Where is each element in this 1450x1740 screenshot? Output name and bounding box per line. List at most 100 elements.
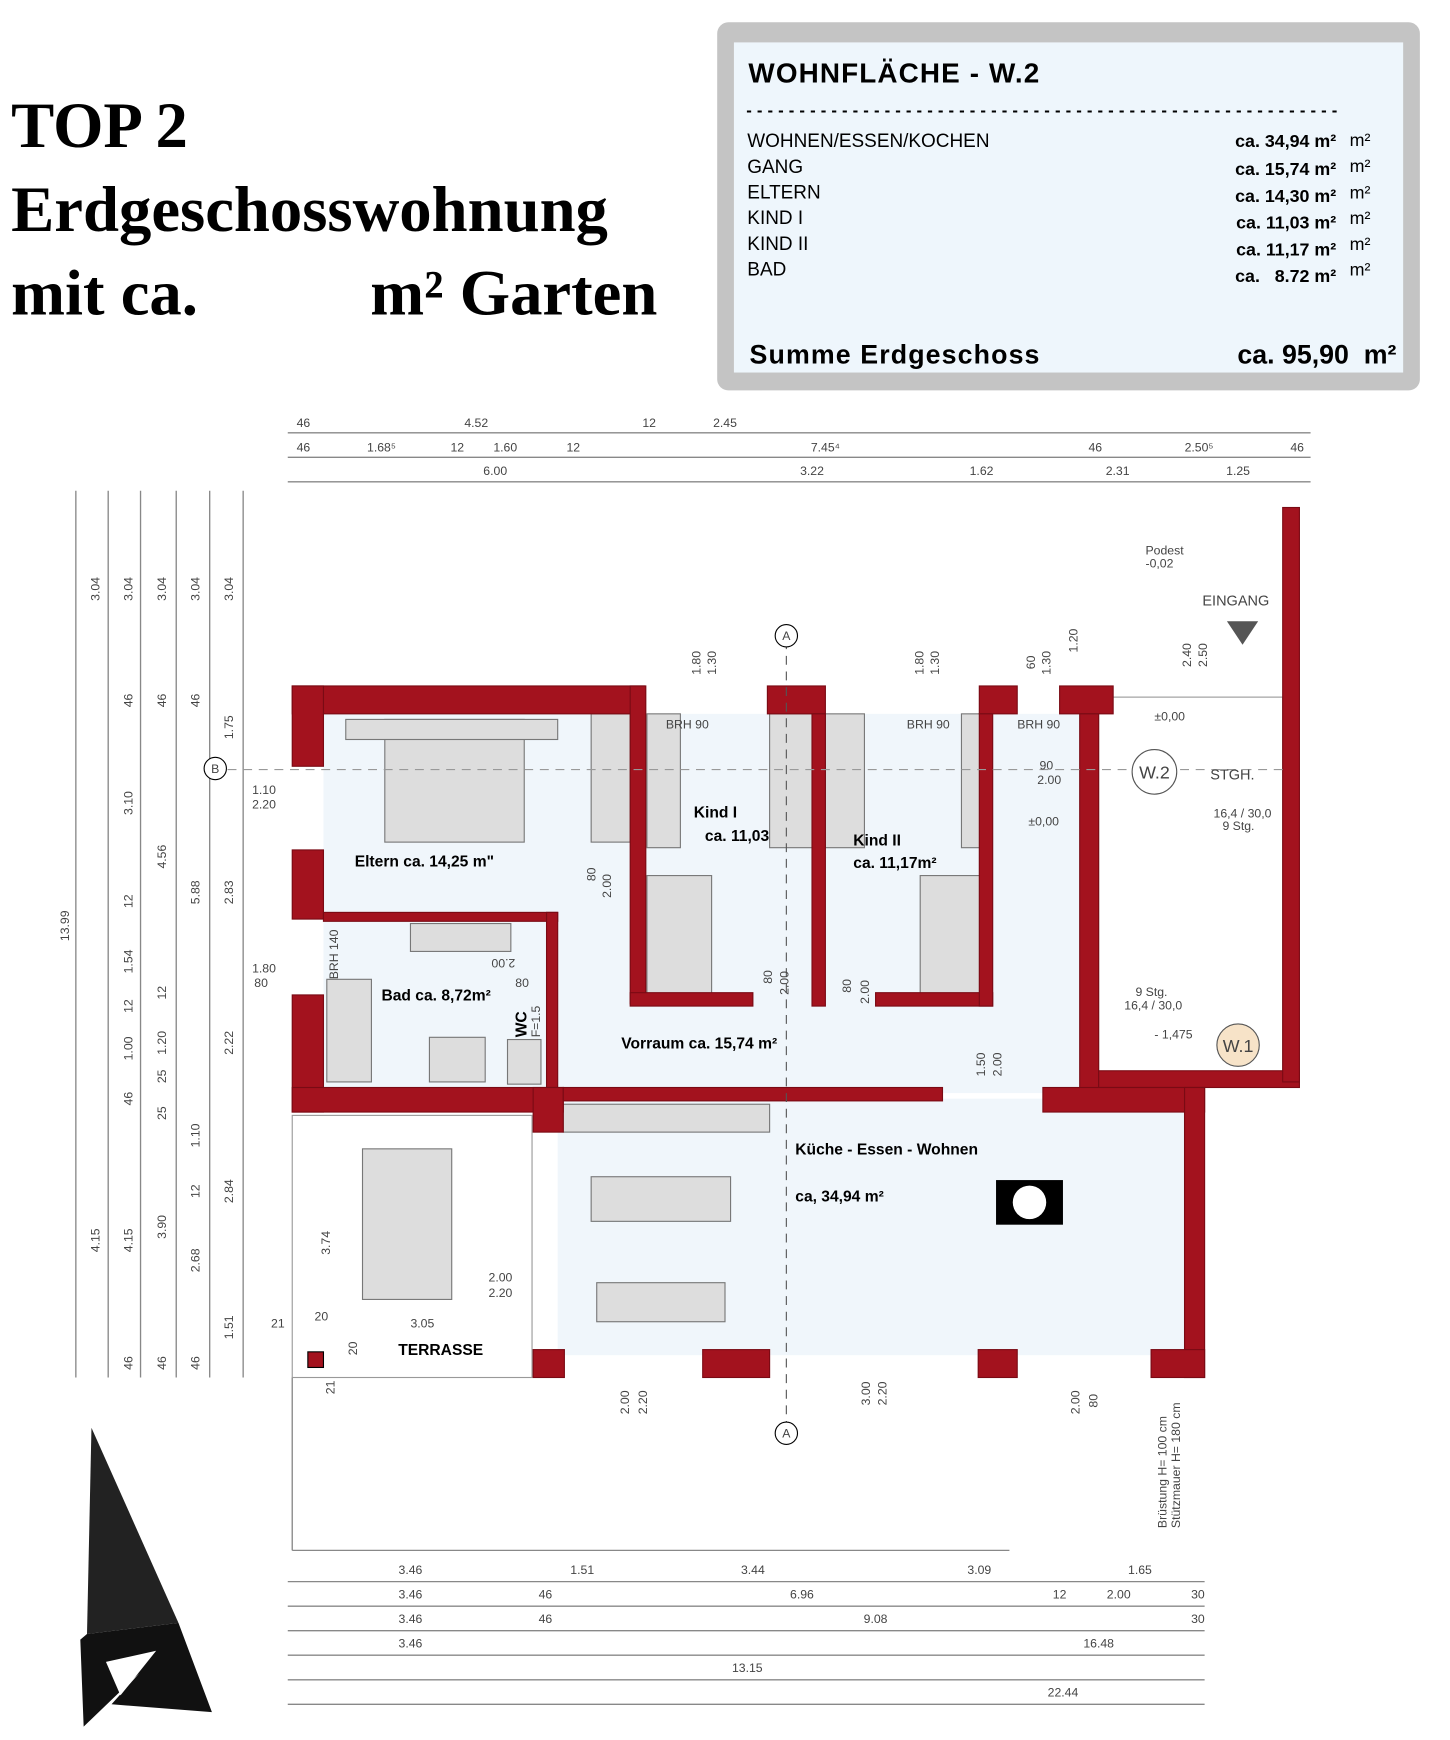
- dim-label: 46: [1088, 441, 1102, 455]
- level-marker: ±0,00: [1028, 814, 1059, 828]
- dim-label: 1.10: [252, 783, 276, 797]
- title-top: TOP 2: [11, 89, 188, 161]
- dim-label: 7.45⁴: [811, 441, 840, 455]
- dim-label: 5.88: [189, 880, 203, 904]
- area-row-label: GANG: [747, 157, 803, 178]
- dim-label: 4.56: [155, 845, 169, 869]
- dim-label: 2.20: [489, 1286, 513, 1300]
- area-row-value: ca. 8.72 m²: [1235, 266, 1336, 286]
- dim-label: 1.51: [222, 1315, 236, 1339]
- unit-marker-w2: W.2: [1139, 763, 1170, 783]
- dim-label: 3.04: [155, 577, 169, 601]
- room-label-vorraum: Vorraum ca. 15,74 m²: [621, 1035, 777, 1052]
- dim-label: 1.10: [189, 1123, 203, 1147]
- level-marker: ±0,00: [1154, 710, 1185, 724]
- section-marker-b: B: [211, 762, 219, 776]
- dim-label: 46: [122, 1356, 136, 1370]
- dim-label: 12: [155, 986, 169, 1000]
- dim-label: 2.00: [489, 1271, 513, 1285]
- wall-note: Stützmauer H= 180 cm: [1169, 1402, 1183, 1528]
- dim-label: 3.10: [122, 791, 136, 815]
- dim-label: 1.30: [705, 651, 719, 675]
- dim-label: 4.52: [464, 416, 488, 430]
- dim-label: 90: [1040, 759, 1054, 773]
- dim-label: 2.50⁵: [1185, 441, 1214, 455]
- dim-label: 46: [122, 1092, 136, 1106]
- dim-label: 2.22: [222, 1031, 236, 1055]
- dimension-lines: [75, 432, 1311, 1705]
- dim-label: 20: [346, 1341, 360, 1355]
- dim-label: 2.40: [1180, 643, 1194, 667]
- label-podest: Podest: [1146, 543, 1185, 557]
- dim-label: 2.45: [713, 416, 737, 430]
- area-row-value: ca. 34,94 m²: [1235, 131, 1336, 151]
- dim-label: 12: [450, 441, 464, 455]
- dim-label: 2.20: [636, 1390, 650, 1414]
- dim-label: 16.48: [1083, 1636, 1114, 1650]
- dim-label: 2.20: [876, 1381, 890, 1405]
- dim-label: 1.00: [122, 1036, 136, 1060]
- title-garden-suffix: m² Garten: [370, 257, 657, 329]
- dim-label: 4.15: [88, 1228, 102, 1252]
- dim-label: 2.00: [600, 874, 614, 898]
- window-note: BRH 90: [1017, 717, 1060, 731]
- dim-label: 9.08: [864, 1612, 888, 1626]
- dim-label: 12: [122, 894, 136, 908]
- dim-label: 1.80: [252, 962, 276, 976]
- dim-label: 13.15: [732, 1661, 763, 1675]
- dim-label: 1.51: [570, 1563, 594, 1577]
- area-total-value: ca. 95,90 m²: [1237, 340, 1396, 370]
- dim-label: 46: [539, 1587, 553, 1601]
- railing-note: Brüstung H= 100 cm: [1156, 1416, 1170, 1528]
- area-row-label: KIND I: [747, 208, 803, 229]
- dim-label: 12: [189, 1184, 203, 1198]
- dim-label: 3.04: [189, 577, 203, 601]
- dim-label: 25: [155, 1106, 169, 1120]
- area-row-label: ELTERN: [747, 183, 820, 204]
- stair-info: 9 Stg.: [1135, 985, 1167, 999]
- dim-label: 2.84: [222, 1179, 236, 1203]
- area-row-unit: m²: [1350, 234, 1371, 254]
- dim-label: 1.65: [1128, 1563, 1152, 1577]
- dim-label: 6.96: [790, 1587, 814, 1601]
- area-row-value: ca. 14,30 m²: [1235, 186, 1336, 206]
- title-type: Erdgeschosswohnung: [11, 173, 608, 245]
- dim-label: 80: [254, 976, 268, 990]
- dim-label: 1.30: [1040, 651, 1054, 675]
- room-label-wc: WC: [513, 1011, 530, 1037]
- dim-label: 2.00: [778, 971, 792, 995]
- dim-label: 2.83: [222, 880, 236, 904]
- window-note: BRH 90: [907, 717, 950, 731]
- dim-label: 2.68: [189, 1248, 203, 1272]
- dim-label: 21: [324, 1380, 338, 1394]
- dim-label: 3.22: [800, 464, 824, 478]
- dim-label: 3.44: [741, 1563, 765, 1577]
- room-label-kind2: Kind II: [853, 832, 901, 849]
- window-note: BRH 90: [666, 717, 709, 731]
- area-row-value: ca. 11,17 m²: [1236, 239, 1336, 259]
- dim-label: 1.80: [913, 651, 927, 675]
- label-eingang: EINGANG: [1202, 594, 1269, 610]
- dim-label: 21: [271, 1316, 285, 1330]
- room-label-bad: Bad ca. 8,72m²: [381, 987, 490, 1004]
- dim-label: 60: [1024, 655, 1038, 669]
- unit-marker-w1: W.1: [1223, 1036, 1254, 1056]
- dim-label: 46: [155, 693, 169, 707]
- dim-label: 80: [761, 970, 775, 984]
- dim-label: 1.60: [493, 441, 517, 455]
- room-label-terrasse: TERRASSE: [398, 1342, 483, 1359]
- dim-label: 3.74: [319, 1231, 333, 1255]
- dim-label: 2.00: [858, 980, 872, 1004]
- dim-label: 2.00: [1037, 773, 1061, 787]
- dim-label: 2.00: [991, 1052, 1005, 1076]
- dim-label: 3.00: [859, 1381, 873, 1405]
- stair-info: 16,4 / 30,0: [1124, 998, 1182, 1012]
- title-block: TOP 2 Erdgeschosswohnung mit ca. m² Gart…: [11, 89, 657, 328]
- stair-info: 9 Stg.: [1222, 819, 1254, 833]
- dim-label: 46: [297, 441, 311, 455]
- stair-info: 16,4 / 30,0: [1214, 807, 1272, 821]
- dim-label: 1.75: [222, 715, 236, 739]
- room-label-kueche: Küche - Essen - Wohnen: [795, 1141, 978, 1158]
- dim-label: 3.46: [399, 1612, 423, 1626]
- title-garden-prefix: mit ca.: [11, 257, 198, 329]
